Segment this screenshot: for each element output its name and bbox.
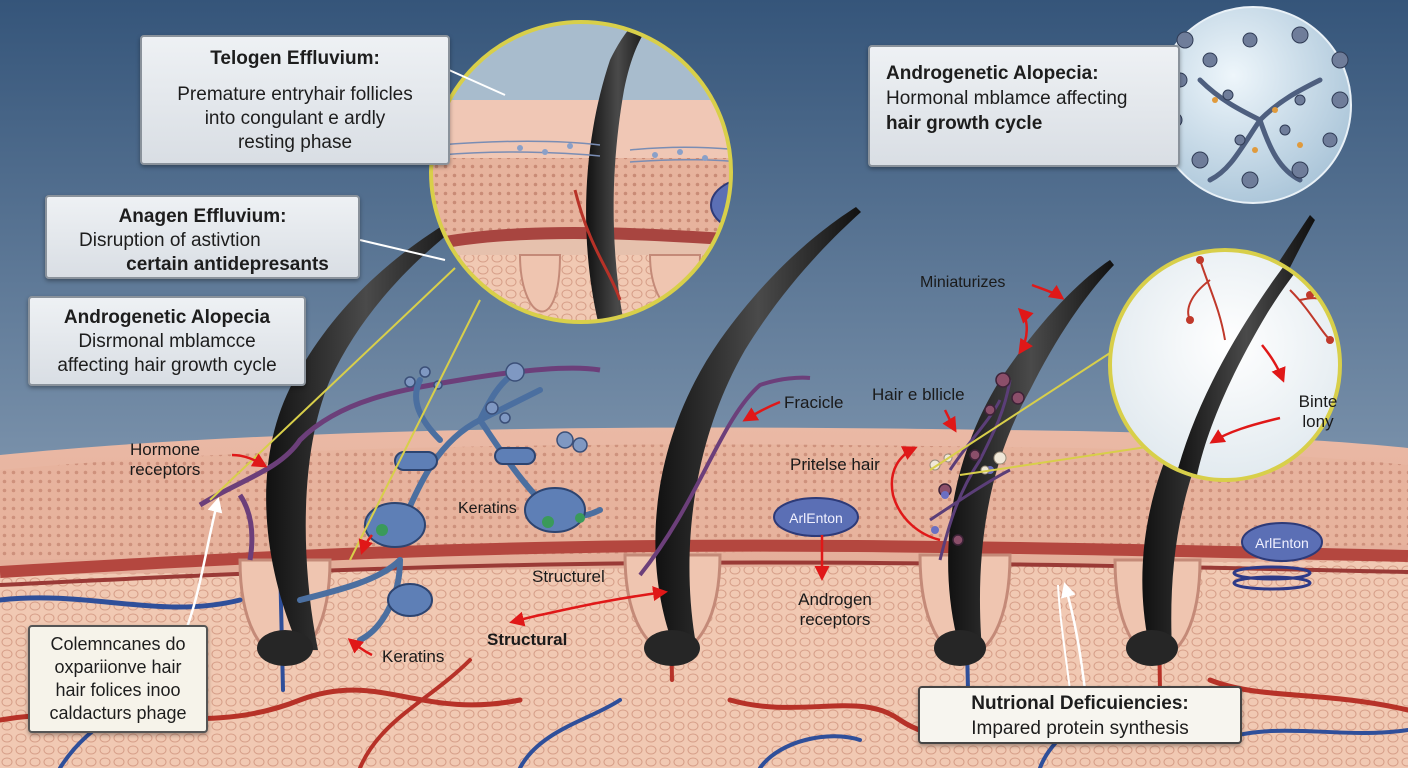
andro-right-line-2: hair growth cycle	[886, 113, 1043, 134]
structural-label: Structural	[487, 630, 568, 649]
nutritional-deficiencies-callout: Nutrional Deficuiencies: Impared protein…	[918, 686, 1242, 744]
telogen-line-3: resting phase	[237, 132, 353, 153]
fracicle-label: Fracicle	[784, 393, 844, 412]
binte-lony-label: Binte lony	[1288, 392, 1348, 432]
coleman-line-4: caldacturs phage	[49, 703, 187, 723]
hormone-receptors-label: Hormone receptors	[100, 440, 230, 480]
androgen-label-line-1: Androgen	[798, 590, 872, 609]
coleman-callout: Colemncanes do oxpariionve hair hair fol…	[28, 625, 208, 733]
nutritional-line-1: Impared protein synthesis	[971, 718, 1189, 739]
anagen-title: Anagen Effluvium:	[118, 206, 287, 227]
miniaturizes-label: Miniaturizes	[920, 274, 1006, 291]
hair-bllicle-label: Hair e bllicle	[872, 385, 965, 404]
anagen-effluvium-callout: Anagen Effluvium: Disruption of astivtio…	[45, 195, 360, 279]
keratins-bottom-label: Keratins	[382, 647, 445, 666]
androgen-label-line-2: receptors	[799, 610, 871, 629]
andro-left-line-1: Disrmonal mblamcce	[78, 331, 256, 352]
pritelse-hair-label: Pritelse hair	[790, 455, 880, 474]
telogen-title: Telogen Effluvium:	[210, 48, 380, 69]
andro-right-line-1: Hormonal mblamce affecting	[886, 88, 1128, 109]
coleman-line-2: oxpariionve hair	[54, 657, 182, 677]
telogen-line-2: into congulant e ardly	[204, 108, 386, 129]
keratins-top-label: Keratins	[458, 500, 517, 517]
nutritional-title: Nutrional Deficuiencies:	[971, 693, 1189, 714]
hormone-label-line-1: Hormone	[130, 440, 200, 459]
binte-label-line-1: Binte	[1298, 392, 1338, 411]
coleman-line-1: Colemncanes do	[50, 634, 186, 654]
andro-left-title: Androgenetic Alopecia	[63, 307, 271, 328]
andro-right-title: Androgenetic Alopecia:	[886, 63, 1099, 84]
structurel-label: Structurel	[532, 567, 605, 586]
coleman-line-3: hair folices inoo	[55, 680, 181, 700]
telogen-line-1: Premature entryhair follicles	[177, 84, 413, 105]
androgen-receptors-label: Androgen receptors	[780, 590, 890, 630]
telogen-effluvium-callout: Telogen Effluvium: Premature entryhair f…	[140, 35, 450, 165]
arlenton-left-label: ArlEnton	[789, 510, 843, 526]
androgenetic-alopecia-left-callout: Androgenetic Alopecia Disrmonal mblamcce…	[28, 296, 306, 386]
arlenton-right-label: ArlEnton	[1255, 535, 1309, 551]
andro-left-line-2: affecting hair growth cycle	[57, 355, 277, 376]
anagen-line-2: certain antidepresants	[126, 254, 329, 275]
binte-label-line-2: lony	[1302, 412, 1334, 431]
androgenetic-alopecia-right-callout: Androgenetic Alopecia: Hormonal mblamce …	[868, 45, 1180, 167]
hormone-label-line-2: receptors	[129, 460, 201, 479]
anagen-line-1: Disruption of astivtion	[79, 230, 261, 251]
